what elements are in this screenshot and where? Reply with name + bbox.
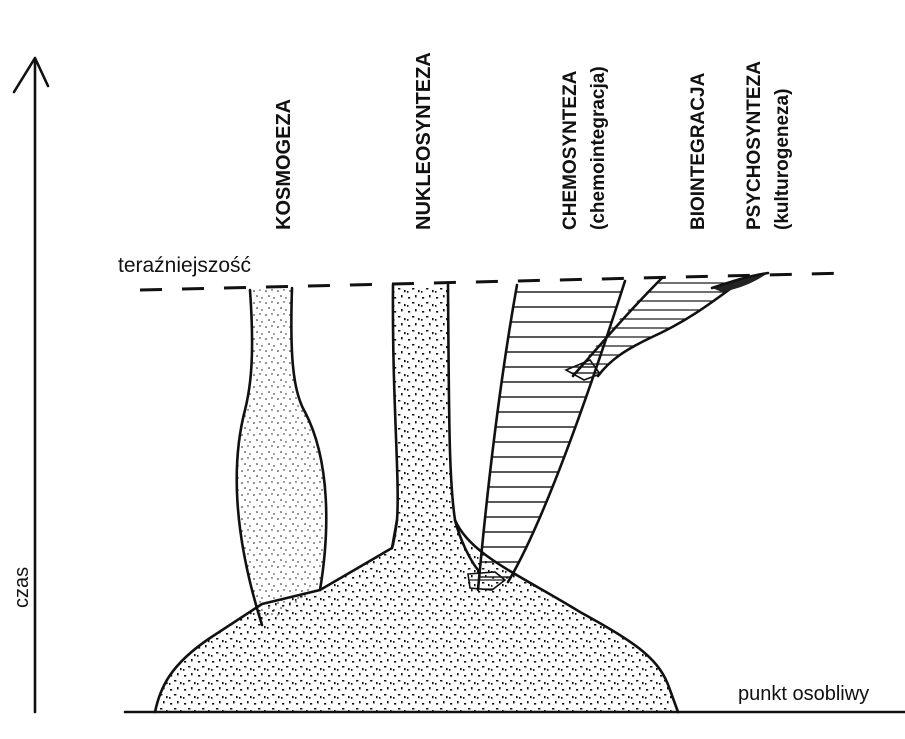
chemosynteza-label: CHEMOSYNTEZA: [560, 70, 581, 230]
kosmogeneza-label: KOSMOGEZA: [273, 99, 295, 230]
time-axis-label: czas: [11, 567, 33, 608]
psychosynteza-sublabel: (kulturogeneza): [772, 89, 793, 230]
singularity-label: punkt osobliwy: [738, 683, 869, 705]
arrow-up-icon: [14, 58, 48, 92]
chemosynteza-sublabel: (chemointegracja): [588, 66, 609, 230]
psychosynteza-label: PSYCHOSYNTEZA: [744, 61, 765, 230]
biointegracja-label: BIOINTEGRACJA: [688, 72, 709, 230]
present-label: teraźniejszość: [118, 254, 251, 277]
time-axis: [14, 58, 48, 712]
singularity-mound: [155, 520, 678, 712]
nukleosynteza-label: NUKLEOSYNTEZA: [413, 52, 435, 230]
chemosynthesis-branch: [478, 281, 625, 590]
cosmogenesis-branch: [237, 288, 327, 625]
nucleosynthesis-branch: [392, 285, 455, 548]
